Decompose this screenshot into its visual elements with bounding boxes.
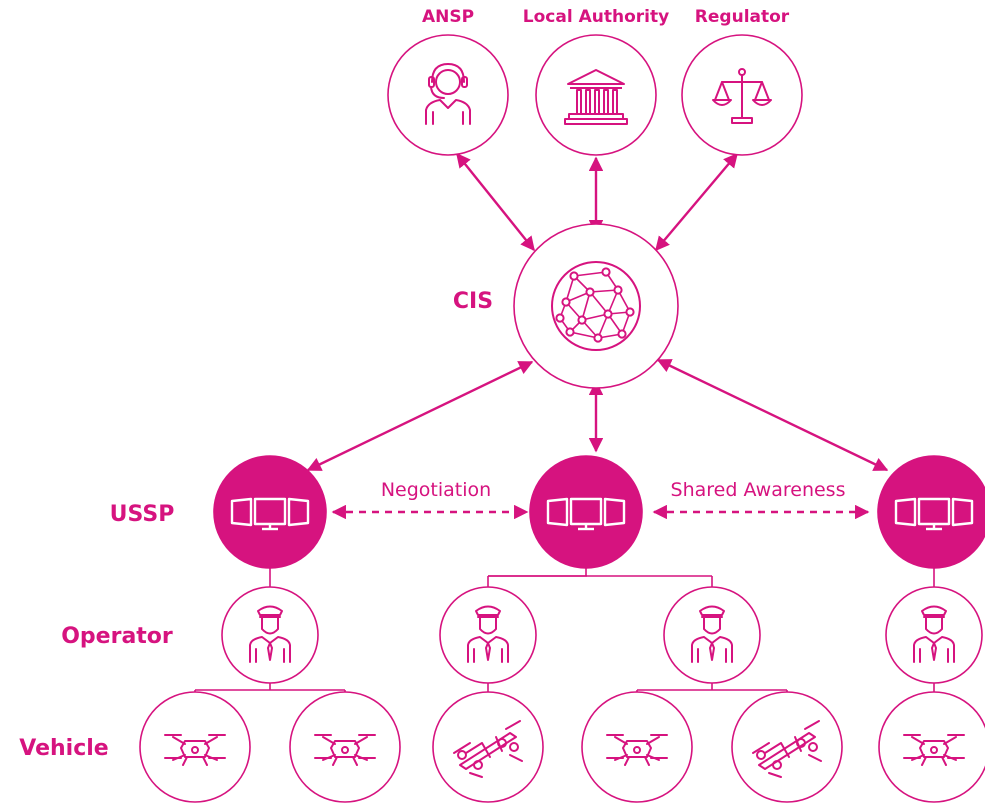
negotiation-label: Negotiation xyxy=(381,479,491,501)
ussp-node-3 xyxy=(877,455,985,569)
headset-band xyxy=(431,63,465,83)
torso xyxy=(425,99,471,125)
head xyxy=(435,69,461,95)
government-building-icon xyxy=(564,69,628,125)
cis-ussp1-arrow xyxy=(306,360,534,472)
network-node-9 xyxy=(565,327,575,337)
roof xyxy=(567,69,625,85)
network-node-2 xyxy=(601,267,611,277)
network-link-12 xyxy=(581,291,591,321)
network-globe-icon xyxy=(551,261,641,351)
cis-ussp3-arrow xyxy=(656,358,889,472)
network-node-7 xyxy=(577,315,587,325)
operator-node-4 xyxy=(885,586,983,684)
operator-row-label: Operator xyxy=(61,624,173,649)
ussp-row-label: USSP xyxy=(110,502,175,527)
network-node-11 xyxy=(617,329,627,339)
regulator-label: Regulator xyxy=(695,7,790,27)
network-link-4 xyxy=(589,289,619,293)
ansp-label: ANSP xyxy=(422,7,474,27)
cis-label: CIS xyxy=(453,289,493,314)
scales-icon xyxy=(712,68,772,124)
network-node-3 xyxy=(561,297,571,307)
ansp-cis-arrow xyxy=(456,152,535,252)
ear-cup-right xyxy=(461,76,468,88)
network-node-12 xyxy=(555,313,565,323)
network-link-1 xyxy=(573,271,607,277)
network-node-10 xyxy=(593,333,603,343)
step xyxy=(564,118,628,125)
operator-node-1 xyxy=(221,586,319,684)
cis-node xyxy=(513,223,679,389)
base xyxy=(731,117,753,124)
pan-right xyxy=(752,81,772,106)
network-link-20 xyxy=(569,331,599,339)
headset-person-icon xyxy=(425,63,471,125)
pan-left xyxy=(712,81,732,106)
operator-node-3 xyxy=(663,586,761,684)
network-node-4 xyxy=(585,287,595,297)
network-node-1 xyxy=(569,271,579,281)
network-node-5 xyxy=(613,285,623,295)
shared-awareness-label: Shared Awareness xyxy=(671,479,846,501)
network-link-8 xyxy=(589,291,609,315)
globe xyxy=(551,261,641,351)
operator-node-2 xyxy=(439,586,537,684)
network-node-6 xyxy=(625,307,635,317)
ussp-node-2 xyxy=(529,455,643,569)
network-node-8 xyxy=(603,309,613,319)
ussp-node-1 xyxy=(213,455,327,569)
vehicle-row-label: Vehicle xyxy=(19,736,108,761)
local-authority-label: Local Authority xyxy=(523,7,669,27)
regulator-cis-arrow xyxy=(655,152,738,252)
mic-boom xyxy=(430,86,445,99)
nodes xyxy=(139,34,985,803)
